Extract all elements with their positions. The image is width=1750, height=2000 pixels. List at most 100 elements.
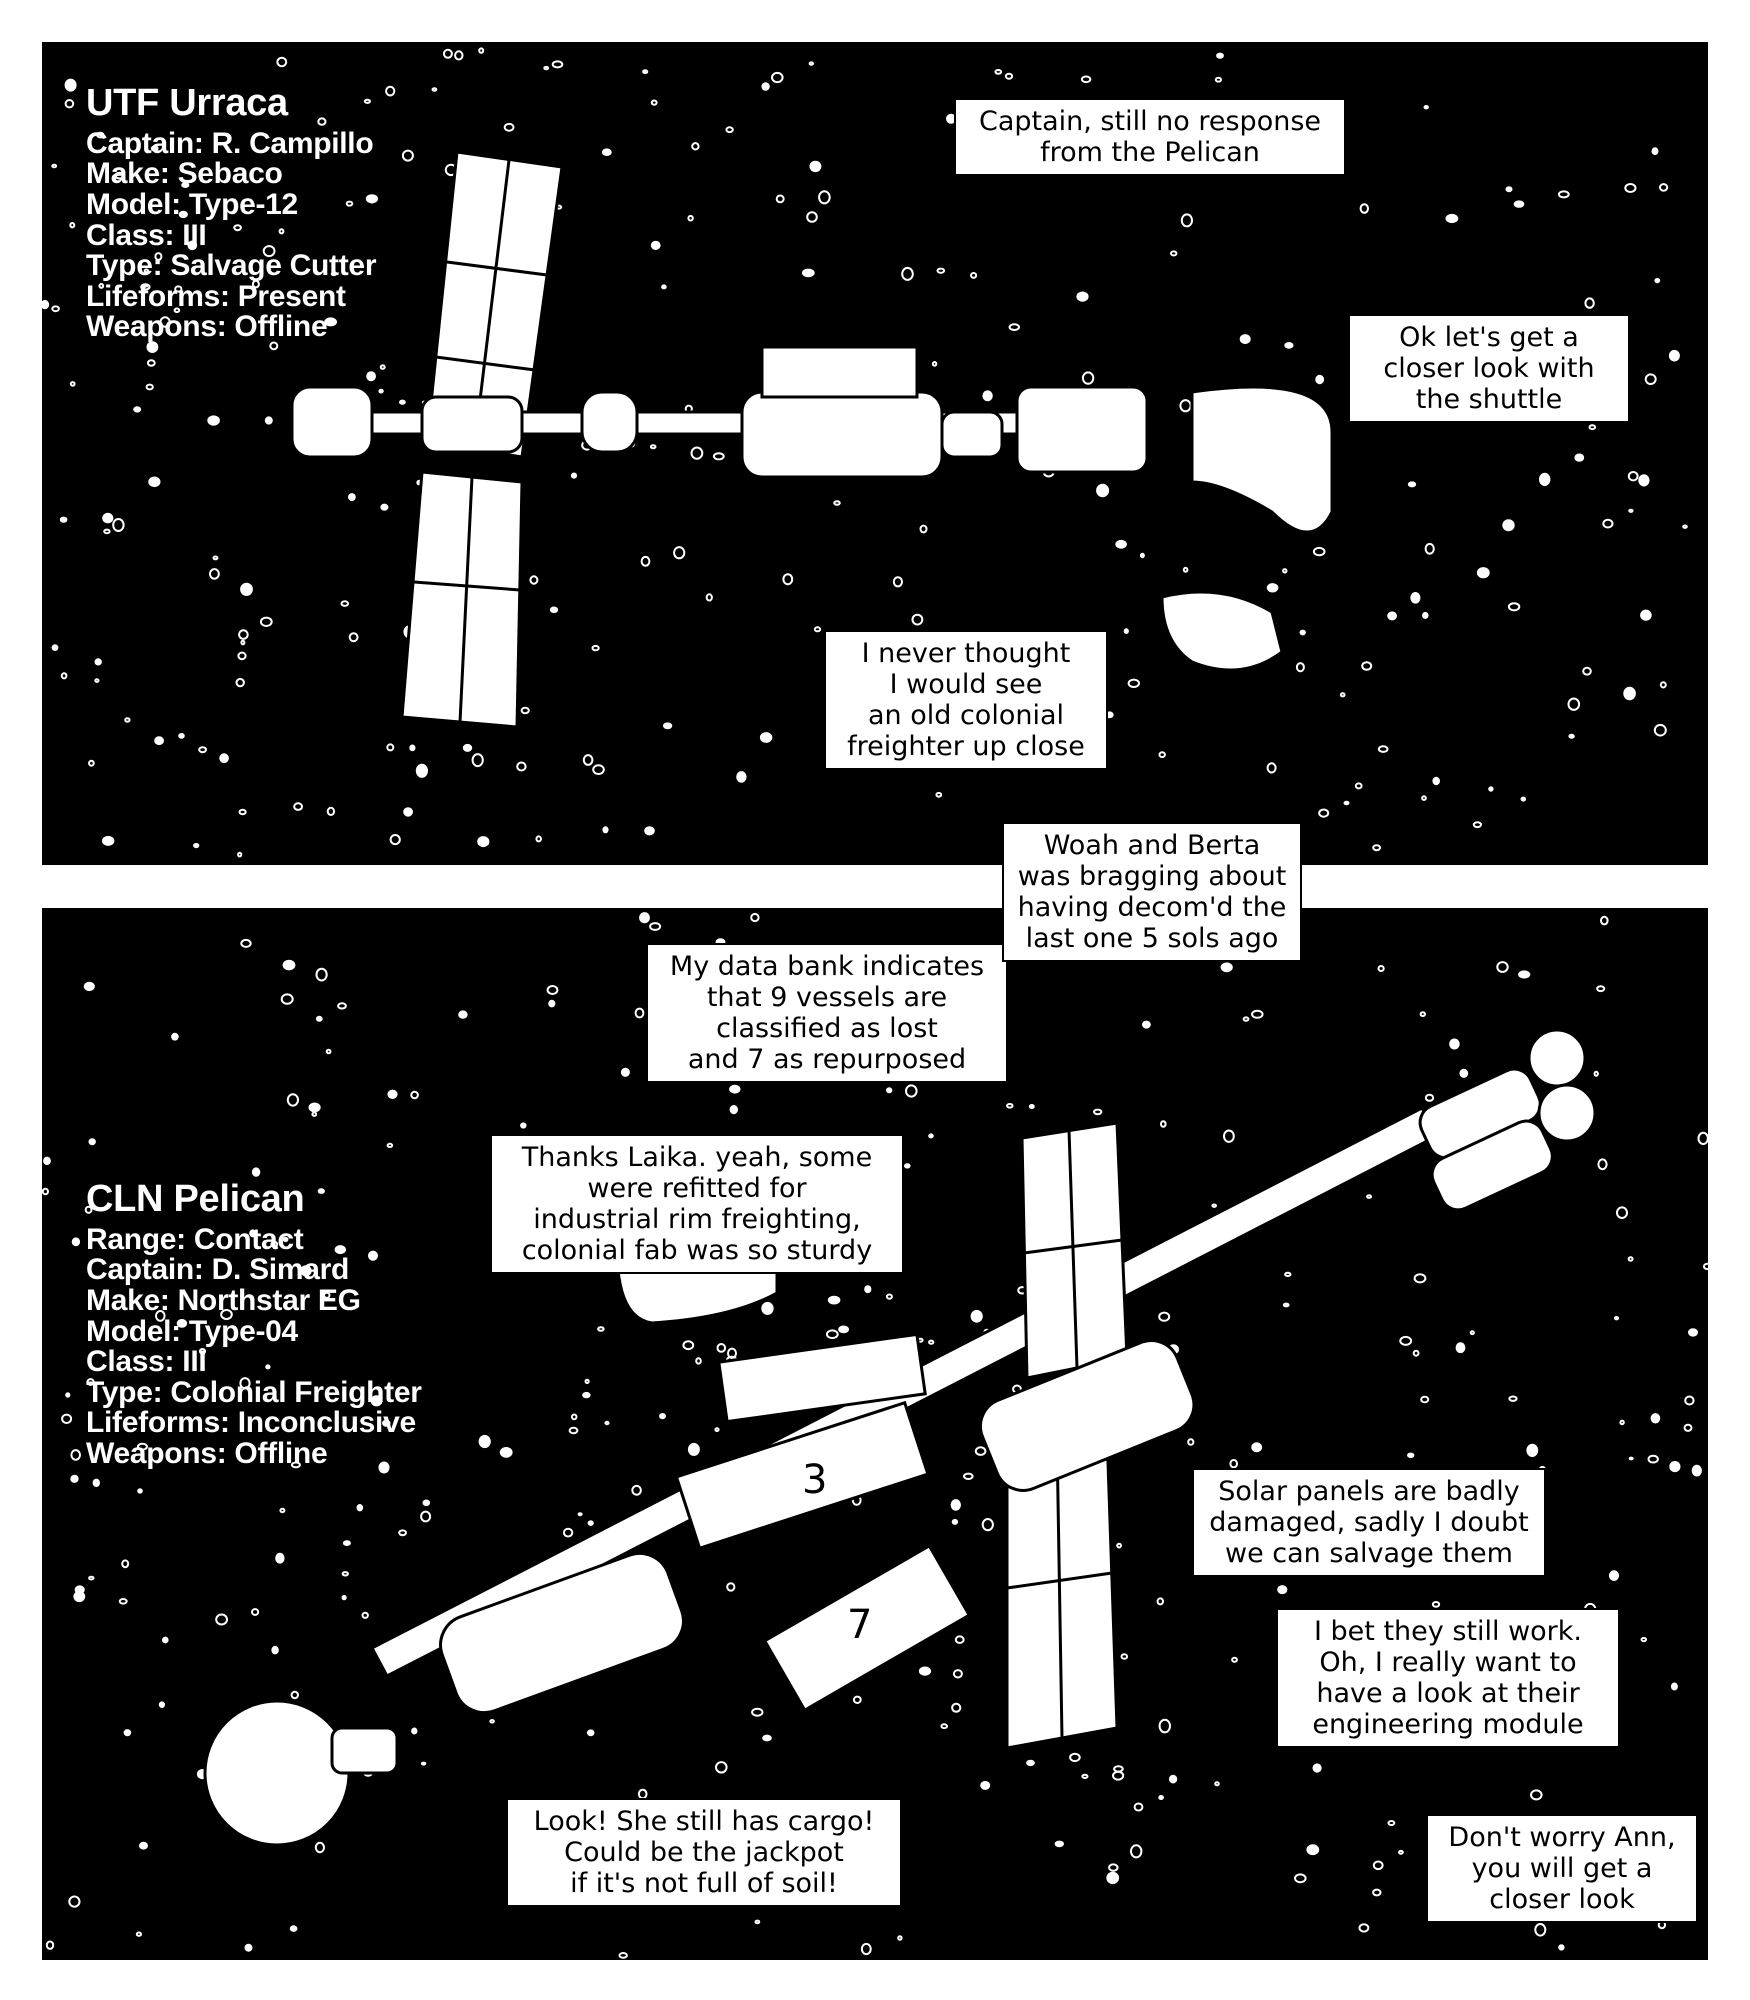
star <box>1158 1718 1172 1734</box>
star <box>140 283 151 291</box>
star <box>340 600 350 607</box>
star <box>1120 1653 1129 1660</box>
star <box>1507 602 1521 612</box>
speech-line: closer look with <box>1383 353 1595 385</box>
urraca-solar-panel-upper <box>425 150 564 459</box>
star <box>311 1111 318 1117</box>
speech-line: classified as lost <box>716 1013 938 1045</box>
star <box>1127 678 1141 688</box>
star <box>951 1518 959 1525</box>
star <box>1539 472 1551 486</box>
star <box>239 1377 251 1390</box>
star <box>325 1048 332 1055</box>
star <box>1628 508 1634 513</box>
star <box>478 1434 491 1449</box>
star <box>1251 1442 1263 1453</box>
star <box>1627 471 1639 482</box>
star <box>1659 183 1669 192</box>
star <box>516 761 527 772</box>
star <box>1628 1456 1634 1461</box>
speech-line: engineering module <box>1312 1709 1584 1741</box>
star <box>582 1391 591 1399</box>
star <box>1616 1206 1628 1220</box>
speech-line: I bet they still work. <box>1314 1616 1582 1647</box>
star <box>118 1598 128 1605</box>
star <box>282 959 296 971</box>
star <box>1530 1789 1543 1801</box>
star <box>761 1301 774 1315</box>
star <box>1299 629 1306 636</box>
speech-line: Don't worry Ann, <box>1448 1822 1676 1853</box>
star <box>51 305 60 313</box>
ship-make: Make: Northstar EG <box>86 1283 361 1317</box>
star <box>1420 1395 1430 1404</box>
star <box>112 518 125 532</box>
star <box>64 78 77 92</box>
star <box>1613 1316 1620 1321</box>
star <box>1508 1395 1518 1402</box>
star <box>431 87 438 92</box>
star <box>1130 1844 1143 1859</box>
star <box>952 1669 963 1679</box>
star <box>1115 539 1127 549</box>
star <box>386 1142 394 1148</box>
star <box>178 210 188 219</box>
star <box>1387 611 1397 621</box>
star <box>471 753 484 768</box>
pelican-cargo-containers: 3 7 <box>674 1332 972 1713</box>
star <box>270 1240 279 1248</box>
star <box>951 1702 962 1713</box>
star <box>341 1571 349 1577</box>
star <box>860 1942 872 1956</box>
star <box>462 743 473 752</box>
star <box>716 1343 727 1353</box>
star <box>1588 424 1597 431</box>
cargo-marking: 3 <box>802 1457 827 1503</box>
star <box>634 1007 645 1019</box>
star <box>970 1309 983 1323</box>
star <box>181 182 190 189</box>
star <box>661 284 667 290</box>
star <box>649 922 662 931</box>
speech-bubble: My data bank indicates that 9 vessels ar… <box>646 943 1008 1084</box>
star <box>139 1841 148 1850</box>
star <box>1080 75 1092 84</box>
star <box>1584 297 1595 309</box>
star <box>334 1245 346 1255</box>
star <box>659 1413 666 1420</box>
star <box>249 1229 257 1238</box>
star <box>409 744 416 752</box>
comic-panel-top: UTF Urraca Captain: R. Campillo Make: Se… <box>42 42 1708 865</box>
star <box>639 912 650 924</box>
star <box>1558 1944 1565 1951</box>
star <box>137 1488 143 1494</box>
star <box>637 1788 648 1800</box>
star <box>348 632 359 643</box>
star <box>1419 1011 1427 1017</box>
star <box>1366 1194 1373 1199</box>
speech-line: Thanks Laika. yeah, some <box>521 1142 873 1173</box>
star <box>727 1347 737 1359</box>
star <box>901 266 914 281</box>
star <box>238 808 247 816</box>
speech-line: from the Pelican <box>1040 137 1260 169</box>
star <box>687 1442 700 1456</box>
star <box>1520 796 1527 802</box>
star <box>1142 1020 1151 1029</box>
star <box>852 1695 862 1704</box>
star <box>1239 334 1251 345</box>
speech-line: having decom'd the <box>1017 892 1287 924</box>
star <box>1028 1104 1035 1109</box>
star <box>649 444 657 450</box>
star <box>1004 72 1014 80</box>
star <box>308 1102 321 1113</box>
star <box>1653 723 1667 737</box>
star <box>114 171 126 180</box>
star <box>477 836 490 848</box>
star <box>1156 1597 1165 1606</box>
star <box>73 1590 86 1603</box>
star <box>827 1295 841 1305</box>
star <box>174 285 183 293</box>
star <box>904 1163 911 1169</box>
star <box>70 1449 82 1461</box>
